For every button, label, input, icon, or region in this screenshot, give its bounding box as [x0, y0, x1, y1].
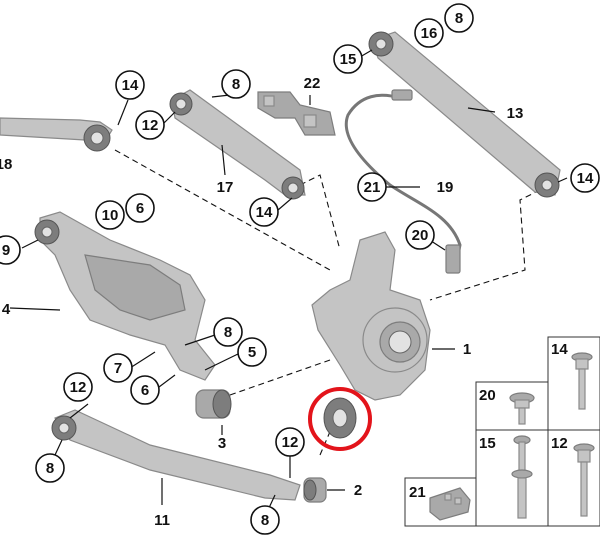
callout-20[interactable]: 20	[405, 220, 435, 250]
svg-text:12: 12	[70, 379, 87, 396]
svg-text:20: 20	[412, 227, 429, 244]
callout-12-low[interactable]: 12	[275, 427, 305, 457]
svg-text:6: 6	[141, 382, 149, 399]
callout-8-tr[interactable]: 8	[444, 3, 474, 33]
panel-cell-15[interactable]	[475, 429, 549, 527]
bushing-3[interactable]	[195, 389, 232, 419]
bolt-14-icon	[571, 352, 593, 410]
label-4[interactable]: 4	[2, 301, 11, 318]
wheel-carrier-1[interactable]	[311, 231, 431, 401]
svg-text:14: 14	[577, 170, 594, 187]
label-19[interactable]: 19	[437, 179, 454, 196]
svg-text:12: 12	[282, 434, 299, 451]
svg-text:20: 20	[479, 387, 496, 404]
label-2[interactable]: 2	[354, 482, 362, 499]
control-arm-11[interactable]	[51, 409, 301, 501]
carrier-bushing[interactable]	[323, 397, 357, 439]
fastener-panel: 14 20 15 12 2	[404, 336, 600, 527]
svg-text:16: 16	[421, 25, 438, 42]
callout-21[interactable]: 21	[357, 172, 387, 202]
callout-10[interactable]: 10	[95, 200, 125, 230]
callout-8-top[interactable]: 8	[221, 69, 251, 99]
highlight-ring	[308, 387, 372, 451]
trailing-arm-4[interactable]	[34, 211, 216, 381]
callout-5[interactable]: 5	[237, 337, 267, 367]
svg-text:14: 14	[122, 77, 139, 94]
callout-8-left[interactable]: 8	[35, 453, 65, 483]
callout-9[interactable]: 9	[0, 235, 21, 265]
callout-15-top[interactable]: 15	[333, 44, 363, 74]
svg-text:12: 12	[142, 117, 159, 134]
callout-14-mid[interactable]: 14	[249, 197, 279, 227]
svg-text:8: 8	[232, 76, 240, 93]
svg-text:9: 9	[2, 242, 10, 259]
control-arm-18[interactable]	[0, 117, 113, 152]
svg-text:21: 21	[364, 179, 381, 196]
svg-text:15: 15	[340, 51, 357, 68]
label-11[interactable]: 11	[154, 512, 170, 529]
svg-text:8: 8	[455, 10, 463, 27]
svg-text:14: 14	[551, 341, 568, 358]
control-arm-17[interactable]	[169, 89, 306, 200]
label-13[interactable]: 13	[507, 105, 524, 122]
svg-text:14: 14	[256, 204, 273, 221]
bushing-2[interactable]	[303, 477, 327, 503]
label-17[interactable]: 17	[217, 179, 234, 196]
callout-16[interactable]: 16	[414, 18, 444, 48]
svg-text:10: 10	[102, 207, 119, 224]
label-3[interactable]: 3	[218, 435, 226, 452]
control-arm-13[interactable]	[368, 31, 561, 198]
leader-lines	[9, 49, 568, 511]
callout-12-left[interactable]: 12	[63, 372, 93, 402]
label-18[interactable]: 18	[0, 156, 12, 173]
callout-14-top[interactable]: 14	[115, 70, 145, 100]
clip-21-icon	[429, 487, 471, 521]
callout-14-right[interactable]: 14	[570, 163, 600, 193]
callout-6-top[interactable]: 6	[125, 193, 155, 223]
label-22[interactable]: 22	[304, 75, 321, 92]
bolt-15-icon	[511, 435, 533, 519]
svg-text:15: 15	[479, 435, 496, 452]
svg-text:6: 6	[136, 200, 144, 217]
bolt-12-icon	[573, 443, 595, 517]
label-1[interactable]: 1	[463, 341, 471, 358]
svg-text:8: 8	[46, 460, 54, 477]
bolt-20-icon	[509, 392, 535, 425]
callout-12-a[interactable]: 12	[135, 110, 165, 140]
bracket-22[interactable]	[257, 91, 336, 136]
svg-text:5: 5	[248, 344, 256, 361]
svg-text:7: 7	[114, 360, 122, 377]
callout-6-low[interactable]: 6	[130, 375, 160, 405]
callout-8-bottom[interactable]: 8	[250, 505, 280, 535]
callout-7[interactable]: 7	[103, 353, 133, 383]
panel-cell-20[interactable]	[475, 381, 549, 431]
sensor-cable-19[interactable]	[344, 89, 462, 274]
svg-text:21: 21	[409, 484, 426, 501]
svg-text:8: 8	[261, 512, 269, 529]
callout-8-mid[interactable]: 8	[213, 317, 243, 347]
svg-text:12: 12	[551, 435, 568, 452]
svg-text:8: 8	[224, 324, 232, 341]
